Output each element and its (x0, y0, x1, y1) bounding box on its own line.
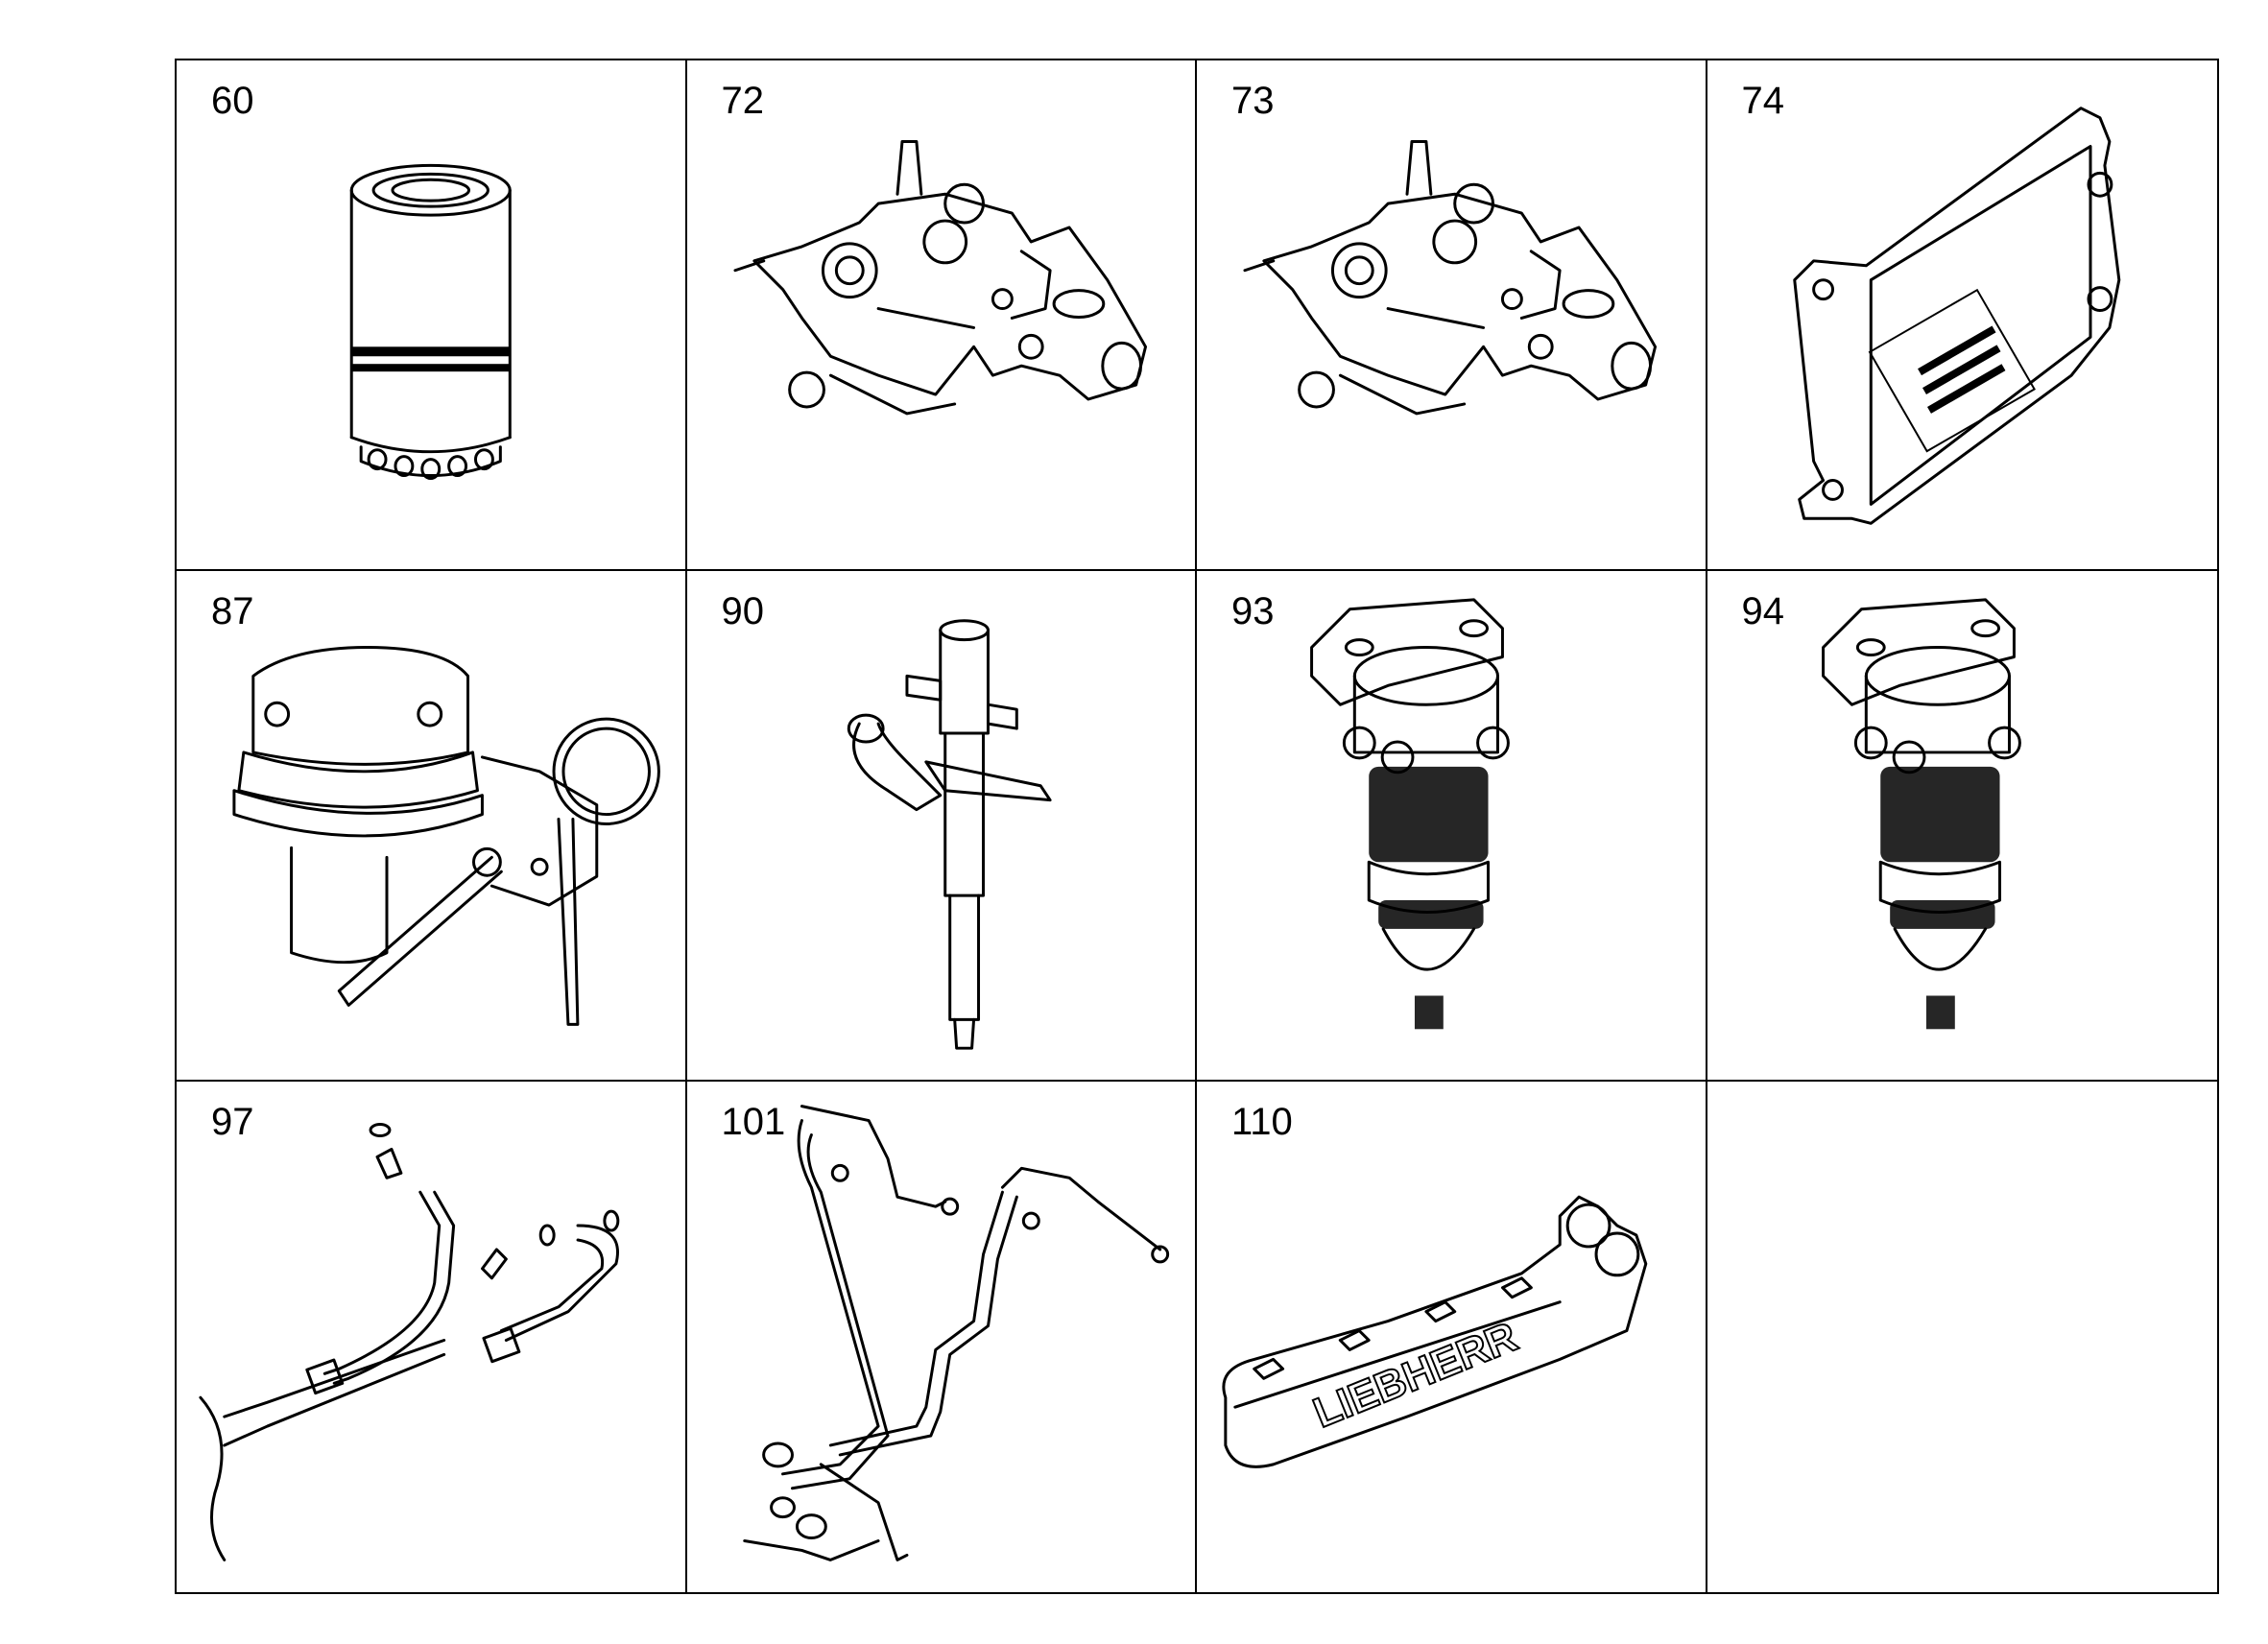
part-number: 60 (211, 80, 254, 122)
part-number: 97 (211, 1101, 254, 1143)
part-cell-72[interactable]: 72 (686, 60, 1197, 571)
part-number: 74 (1741, 80, 1785, 122)
part-number: 110 (1231, 1101, 1293, 1143)
part-number: 73 (1231, 80, 1275, 122)
part-number: 87 (211, 590, 254, 632)
part-number: 72 (721, 80, 765, 122)
part-number: 93 (1231, 590, 1275, 632)
injection-pump-icon (1243, 140, 1658, 416)
part-cell-74[interactable]: 74 (1707, 60, 2217, 571)
fuel-feed-pump-icon (232, 646, 660, 1026)
part-cell-93[interactable]: 93 (1197, 571, 1707, 1082)
parts-grid: 60 72 (175, 59, 2219, 1594)
exhaust-manifold-icon: LIEBHERR (1222, 1195, 1648, 1468)
manifold-lettering: LIEBHERR (1307, 1313, 1524, 1437)
part-cell-97[interactable]: 97 (177, 1082, 687, 1592)
oil-filter-icon (349, 163, 512, 481)
injection-pump-icon (732, 140, 1147, 416)
part-cell-110[interactable]: 110 LIEBHERR (1197, 1082, 1707, 1592)
part-number: 101 (721, 1101, 786, 1143)
fuel-line-icon (199, 1123, 620, 1561)
part-cell-90[interactable]: 90 (686, 571, 1197, 1082)
injector-icon (847, 619, 1052, 1050)
control-unit-icon (1792, 107, 2120, 525)
part-cell-60[interactable]: 60 (177, 60, 687, 571)
part-cell-101[interactable]: 101 (687, 1082, 1197, 1592)
fuel-filter-icon (1310, 598, 1510, 1030)
empty-cell (1707, 1082, 2218, 1592)
injection-lines-icon (742, 1105, 1169, 1561)
part-number: 90 (721, 590, 765, 632)
part-number: 94 (1741, 590, 1785, 632)
fuel-filter-icon (1821, 598, 2021, 1030)
part-cell-73[interactable]: 73 (1197, 60, 1707, 571)
part-cell-87[interactable]: 87 (177, 571, 687, 1082)
part-cell-94[interactable]: 94 (1707, 571, 2217, 1082)
